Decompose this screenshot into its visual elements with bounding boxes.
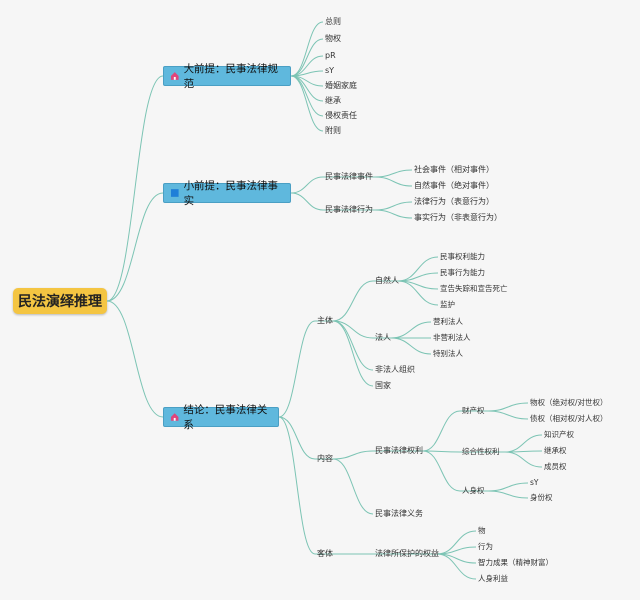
major-child-5[interactable]: 继承 bbox=[325, 96, 341, 105]
connector-line bbox=[422, 450, 461, 453]
personal-right-sy[interactable]: sY bbox=[530, 478, 539, 487]
membership-right[interactable]: 成员权 bbox=[544, 462, 567, 471]
minor-event-natural[interactable]: 自然事件（绝对事件） bbox=[414, 181, 494, 190]
natural-person-node[interactable]: 自然人 bbox=[375, 276, 399, 285]
connector-line bbox=[290, 38, 324, 77]
object-act[interactable]: 行为 bbox=[478, 542, 493, 551]
minor-act-factual[interactable]: 事实行为（非表意行为） bbox=[414, 213, 502, 222]
protected-interests-node[interactable]: 法律所保护的权益 bbox=[375, 549, 439, 558]
civil-obligations-node[interactable]: 民事法律义务 bbox=[375, 509, 423, 518]
major-child-1[interactable]: 物权 bbox=[325, 34, 341, 43]
branch-major-premise[interactable]: 大前提：民事法律规范 bbox=[163, 63, 291, 90]
connector-line bbox=[332, 450, 374, 460]
connector-line bbox=[374, 201, 413, 211]
connector-line bbox=[504, 451, 543, 468]
connector-line bbox=[487, 490, 529, 499]
connector-line bbox=[290, 21, 324, 77]
capacity-rights[interactable]: 民事权利能力 bbox=[440, 252, 485, 261]
major-child-3[interactable]: sY bbox=[325, 66, 335, 75]
connector-line bbox=[290, 75, 324, 117]
connector-line bbox=[332, 280, 374, 322]
declared-missing-dead[interactable]: 宣告失踪和宣告死亡 bbox=[440, 284, 508, 293]
state-node[interactable]: 国家 bbox=[375, 381, 391, 390]
object-thing[interactable]: 物 bbox=[478, 526, 486, 535]
flag-icon bbox=[170, 189, 179, 197]
minor-act-legal[interactable]: 法律行为（表意行为） bbox=[414, 197, 494, 206]
object-intellectual[interactable]: 智力成果（精神财富） bbox=[478, 558, 553, 567]
inheritance-right[interactable]: 继承权 bbox=[544, 446, 567, 455]
branch-conclusion-label: 结论：民事法律关系 bbox=[183, 404, 268, 431]
connector-line bbox=[332, 320, 374, 371]
major-child-6[interactable]: 侵权责任 bbox=[325, 111, 357, 120]
legal-person-node[interactable]: 法人 bbox=[375, 333, 391, 342]
major-child-0[interactable]: 总则 bbox=[325, 17, 341, 26]
comprehensive-rights-node[interactable]: 综合性权利 bbox=[462, 447, 500, 456]
capacity-acts[interactable]: 民事行为能力 bbox=[440, 268, 485, 277]
status-right[interactable]: 身份权 bbox=[530, 493, 553, 502]
connector-line bbox=[397, 280, 439, 306]
connector-line bbox=[290, 75, 324, 132]
connector-line bbox=[390, 321, 432, 339]
connector-line bbox=[278, 416, 316, 555]
connector-line bbox=[374, 209, 413, 219]
connector-line bbox=[374, 169, 413, 178]
branch-minor-label: 小前提：民事法律事实 bbox=[183, 180, 279, 207]
real-rights[interactable]: 物权（绝对权/对世权） bbox=[530, 398, 608, 407]
connector-line bbox=[504, 434, 543, 453]
non-profit-legal-person[interactable]: 非营利法人 bbox=[433, 333, 471, 342]
connector-line bbox=[487, 410, 529, 420]
civil-rights-node[interactable]: 民事法律权利 bbox=[375, 446, 423, 455]
unincorporated-org-node[interactable]: 非法人组织 bbox=[375, 365, 415, 374]
minor-act[interactable]: 民事法律行为 bbox=[325, 205, 373, 214]
intellectual-property[interactable]: 知识产权 bbox=[544, 430, 574, 439]
connector-line bbox=[390, 337, 432, 355]
minor-event[interactable]: 民事法律事件 bbox=[325, 172, 373, 181]
creditor-rights[interactable]: 债权（相对权/对人权） bbox=[530, 414, 608, 423]
connector-line bbox=[374, 176, 413, 187]
branch-minor-premise[interactable]: 小前提：民事法律事实 bbox=[163, 180, 291, 207]
connector-line bbox=[106, 75, 164, 302]
property-rights-node[interactable]: 财产权 bbox=[462, 406, 485, 415]
root-topic[interactable]: 民法演绎推理 bbox=[13, 288, 107, 314]
object-node[interactable]: 客体 bbox=[317, 549, 333, 558]
connector-line bbox=[106, 300, 164, 418]
house-icon bbox=[170, 72, 179, 80]
branch-major-label: 大前提：民事法律规范 bbox=[183, 63, 279, 90]
house-icon bbox=[170, 413, 179, 421]
connector-line bbox=[290, 176, 324, 194]
for-profit-legal-person[interactable]: 营利法人 bbox=[433, 317, 463, 326]
root-label: 民法演绎推理 bbox=[18, 294, 102, 310]
major-child-7[interactable]: 附则 bbox=[325, 126, 341, 135]
major-child-2[interactable]: pR bbox=[325, 51, 336, 60]
connector-line bbox=[278, 416, 316, 460]
connector-line bbox=[422, 410, 461, 452]
major-child-4[interactable]: 婚姻家庭 bbox=[325, 81, 357, 90]
object-personal-interest[interactable]: 人身利益 bbox=[478, 574, 508, 583]
connector-line bbox=[106, 192, 164, 302]
guardianship[interactable]: 监护 bbox=[440, 300, 455, 309]
connector-line bbox=[290, 192, 324, 211]
connector-line bbox=[332, 320, 374, 387]
connector-line bbox=[487, 482, 529, 492]
connector-line bbox=[422, 450, 461, 492]
minor-event-social[interactable]: 社会事件（相对事件） bbox=[414, 165, 494, 174]
subject-node[interactable]: 主体 bbox=[317, 316, 333, 325]
connector-line bbox=[332, 458, 374, 515]
connector-line bbox=[487, 402, 529, 412]
content-node[interactable]: 内容 bbox=[317, 454, 333, 463]
special-legal-person[interactable]: 特别法人 bbox=[433, 349, 463, 358]
connector-line bbox=[436, 553, 477, 580]
personal-rights-node[interactable]: 人身权 bbox=[462, 486, 485, 495]
connector-line bbox=[278, 320, 316, 418]
branch-conclusion[interactable]: 结论：民事法律关系 bbox=[163, 404, 279, 431]
